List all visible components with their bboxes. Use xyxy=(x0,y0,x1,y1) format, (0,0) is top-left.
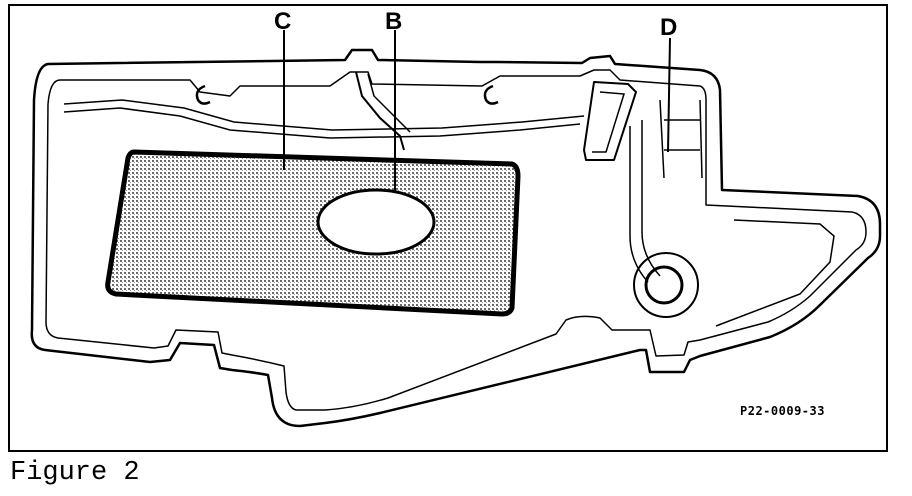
upper-bracket xyxy=(367,73,411,133)
pivot-hub-inner xyxy=(644,265,684,305)
figure-caption: Figure 2 xyxy=(10,458,140,488)
opening xyxy=(316,188,436,256)
panel-rib xyxy=(715,219,835,327)
figure-code: P22-0009-33 xyxy=(740,404,825,418)
latch-bracket xyxy=(583,81,637,161)
panel-inner-outline xyxy=(45,69,867,411)
panel-outline xyxy=(30,48,882,428)
panel-rib xyxy=(641,120,661,277)
callout-d: D xyxy=(660,14,678,41)
panel-rib xyxy=(629,126,649,283)
upper-bracket xyxy=(355,71,405,151)
callout-c: C xyxy=(274,8,292,35)
leader-line-d xyxy=(667,37,671,153)
clip-mark xyxy=(483,84,499,105)
clip-mark xyxy=(195,84,211,105)
pivot-hub-outer xyxy=(633,252,699,318)
guide-strip xyxy=(659,99,703,179)
latch-bracket-edge xyxy=(592,91,625,153)
panel-rib xyxy=(63,99,585,131)
screen-area xyxy=(105,149,521,317)
callout-b: B xyxy=(385,8,403,35)
panel-rib xyxy=(63,107,581,139)
